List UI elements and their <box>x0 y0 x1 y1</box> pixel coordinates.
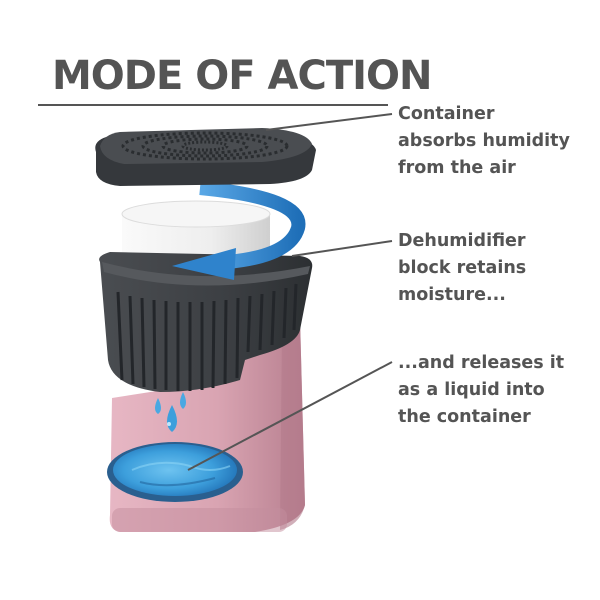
callout-line: absorbs humidity <box>398 131 570 151</box>
title-underline <box>38 104 388 106</box>
callout-line: Dehumidifier <box>398 231 526 251</box>
callout-container: Container absorbs humidity from the air <box>398 101 594 182</box>
callout-liquid-release: ...and releases it as a liquid into the … <box>398 350 594 431</box>
callout-line: the container <box>398 407 531 427</box>
container-lid <box>95 128 316 186</box>
callout-line: block retains <box>398 258 527 278</box>
diagram-title: MODE OF ACTION <box>52 53 432 99</box>
callout-line: ...and releases it <box>398 353 565 373</box>
callout-line: moisture... <box>398 285 506 305</box>
leader-line-water <box>187 361 393 471</box>
lid-vent-holes <box>121 131 289 161</box>
leader-line-lid <box>265 113 393 131</box>
callout-line: Container <box>398 104 495 124</box>
basket <box>99 252 313 392</box>
leader-line-block <box>291 240 393 257</box>
callout-line: as a liquid into <box>398 380 545 400</box>
basket-slots <box>116 283 298 391</box>
water-pool <box>107 442 243 502</box>
water-droplets <box>155 392 186 432</box>
leader-lines <box>187 113 393 471</box>
callout-line: from the air <box>398 158 516 178</box>
callout-dehumidifier-block: Dehumidifier block retains moisture... <box>398 228 594 309</box>
airflow-arrow <box>172 181 306 280</box>
